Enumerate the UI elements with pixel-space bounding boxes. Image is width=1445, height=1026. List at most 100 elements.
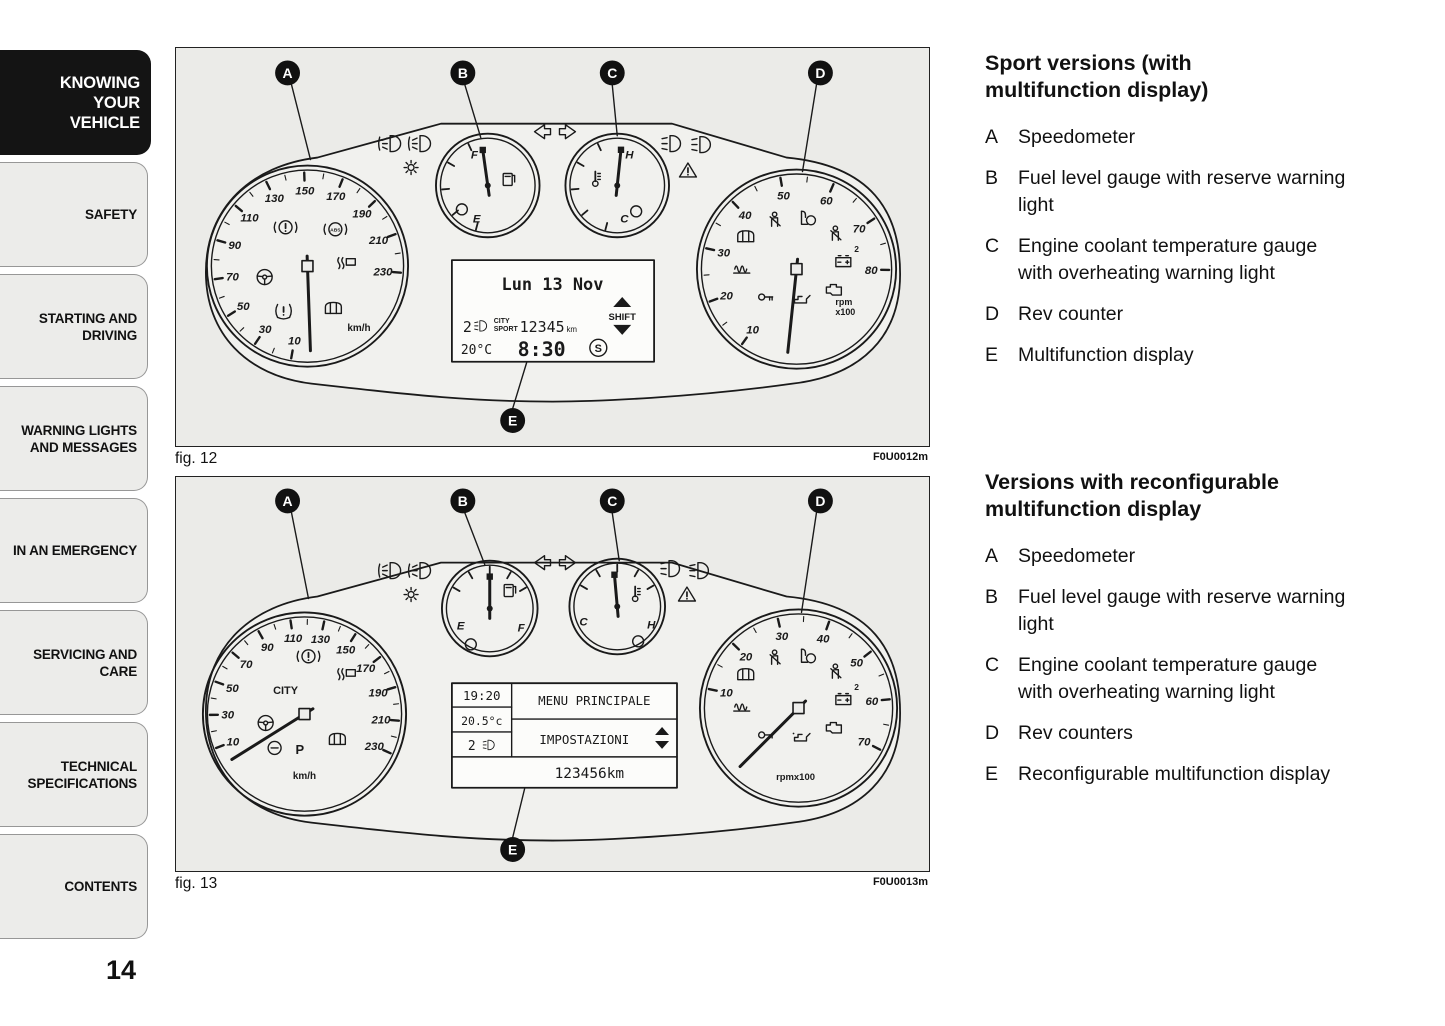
sidebar-tab-servicing-and-care[interactable]: SERVICING AND CARE bbox=[0, 610, 148, 715]
svg-text:110: 110 bbox=[240, 212, 259, 224]
fuel-full-label: F bbox=[471, 150, 479, 162]
svg-text:C: C bbox=[607, 65, 617, 81]
svg-text:50: 50 bbox=[850, 658, 863, 670]
rev-unit-label: rpm bbox=[835, 297, 852, 307]
sidebar-tabs: KNOWING YOUR VEHICLE SAFETY STARTING AND… bbox=[0, 50, 152, 946]
svg-text:110: 110 bbox=[284, 634, 303, 646]
sidebar-tab-contents[interactable]: CONTENTS bbox=[0, 834, 148, 939]
legend-item-e: E Multifunction display bbox=[985, 342, 1395, 369]
fuel-empty-label: E bbox=[457, 621, 465, 633]
callout-e: E bbox=[500, 408, 526, 433]
svg-text:150: 150 bbox=[295, 185, 315, 197]
svg-text:210: 210 bbox=[368, 235, 389, 247]
fuel-gauge: E F bbox=[440, 560, 539, 658]
svg-text:70: 70 bbox=[240, 660, 253, 672]
svg-text:B: B bbox=[458, 65, 468, 81]
svg-text:230: 230 bbox=[364, 741, 385, 753]
multifunction-display: Lun 13 Nov 2 CITY SPORT 12345 km SHIFT 2… bbox=[451, 259, 655, 363]
sidebar-tab-warning-lights-and-messages[interactable]: WARNING LIGHTS AND MESSAGES bbox=[0, 386, 148, 491]
callout-a: A bbox=[275, 60, 301, 86]
svg-text:80: 80 bbox=[865, 265, 878, 277]
callout-lines bbox=[290, 512, 818, 839]
sidebar-tab-label: CONTENTS bbox=[64, 879, 137, 894]
legend-text: Fuel level gauge with reserve warning li… bbox=[1018, 167, 1346, 216]
svg-text:50: 50 bbox=[237, 301, 250, 313]
front-fog-light-icon bbox=[377, 562, 402, 580]
display-odometer-unit: km bbox=[566, 325, 577, 334]
callout-c: C bbox=[599, 60, 625, 86]
shift-down-arrow-icon bbox=[613, 324, 632, 335]
svg-text:90: 90 bbox=[228, 240, 241, 252]
temp-cold-label: C bbox=[579, 617, 588, 629]
callout-d: D bbox=[807, 60, 833, 86]
page-number: 14 bbox=[106, 955, 137, 985]
section-2-title: Versions with reconfigurable multifuncti… bbox=[985, 470, 1279, 521]
display-outside-temp: 20°C bbox=[461, 343, 492, 358]
fuel-full-label: F bbox=[518, 623, 526, 635]
svg-text:70: 70 bbox=[853, 223, 866, 235]
legend-item-b: B Fuel level gauge with reserve warning l… bbox=[985, 165, 1395, 219]
temp-warning-light bbox=[629, 205, 643, 218]
sidebar-tab-technical-specifications[interactable]: TECHNICAL SPECIFICATIONS bbox=[0, 722, 148, 827]
svg-text:E: E bbox=[508, 842, 517, 858]
svg-text:40: 40 bbox=[738, 210, 752, 222]
legend-text: Speedometer bbox=[1018, 126, 1136, 148]
sidebar-tab-knowing-your-vehicle[interactable]: KNOWING YOUR VEHICLE bbox=[0, 50, 151, 155]
section-1-title: Sport versions (with multifunction displ… bbox=[985, 51, 1209, 102]
svg-text:50: 50 bbox=[777, 191, 790, 203]
speedo-unit-label: km/h bbox=[293, 771, 316, 782]
temp-cold-label: C bbox=[620, 213, 629, 225]
display-screen bbox=[451, 259, 655, 363]
parking-brake-label: P bbox=[296, 742, 305, 757]
svg-text:60: 60 bbox=[820, 196, 833, 208]
display-odometer: 123456km bbox=[555, 766, 625, 782]
svg-text:230: 230 bbox=[372, 266, 393, 278]
legend-key: B bbox=[985, 167, 999, 189]
svg-text:30: 30 bbox=[221, 710, 234, 722]
figure-13-code: F0U0013m bbox=[872, 875, 928, 888]
fuel-reserve-warning-light bbox=[455, 203, 469, 216]
svg-text:210: 210 bbox=[370, 715, 391, 727]
display-gear: 2 bbox=[468, 739, 476, 754]
display-menu-item: IMPOSTAZIONI bbox=[539, 732, 629, 747]
sidebar-tab-in-an-emergency[interactable]: IN AN EMERGENCY bbox=[0, 498, 148, 603]
svg-text:190: 190 bbox=[352, 209, 372, 221]
sidebar-tab-label: TECHNICAL SPECIFICATIONS bbox=[27, 758, 138, 791]
svg-text:10: 10 bbox=[288, 336, 301, 348]
figures-column: ABS bbox=[175, 47, 930, 901]
svg-text:20: 20 bbox=[739, 652, 753, 664]
legend-text: Reconfigurable multifunction dis­play bbox=[1018, 763, 1331, 785]
sidebar-tab-label: STARTING AND DRIVING bbox=[38, 310, 137, 343]
rev-unit-label: rpmx100 bbox=[776, 772, 815, 783]
display-menu-title: MENU PRINCIPALE bbox=[538, 693, 650, 708]
legend-key: D bbox=[985, 722, 1000, 744]
svg-text:A: A bbox=[283, 493, 293, 509]
svg-text:170: 170 bbox=[326, 191, 346, 203]
svg-text:30: 30 bbox=[776, 632, 789, 644]
sidebar-tab-safety[interactable]: SAFETY bbox=[0, 162, 148, 267]
legend-key: C bbox=[985, 235, 1000, 257]
svg-text:D: D bbox=[815, 493, 825, 509]
legend-key: E bbox=[985, 344, 999, 366]
callout-b: B bbox=[450, 60, 476, 86]
legend-text: Multifunction display bbox=[1018, 344, 1194, 366]
sidebar-tab-starting-and-driving[interactable]: STARTING AND DRIVING bbox=[0, 274, 148, 379]
svg-text:D: D bbox=[815, 65, 825, 81]
callout-c: C bbox=[599, 488, 625, 514]
legend-key: A bbox=[985, 545, 999, 567]
temp-warning-light bbox=[631, 635, 645, 648]
callout-b: B bbox=[450, 488, 476, 514]
svg-text:30: 30 bbox=[259, 324, 272, 336]
legend-text: Fuel level gauge with reserve warning li… bbox=[1018, 586, 1346, 635]
